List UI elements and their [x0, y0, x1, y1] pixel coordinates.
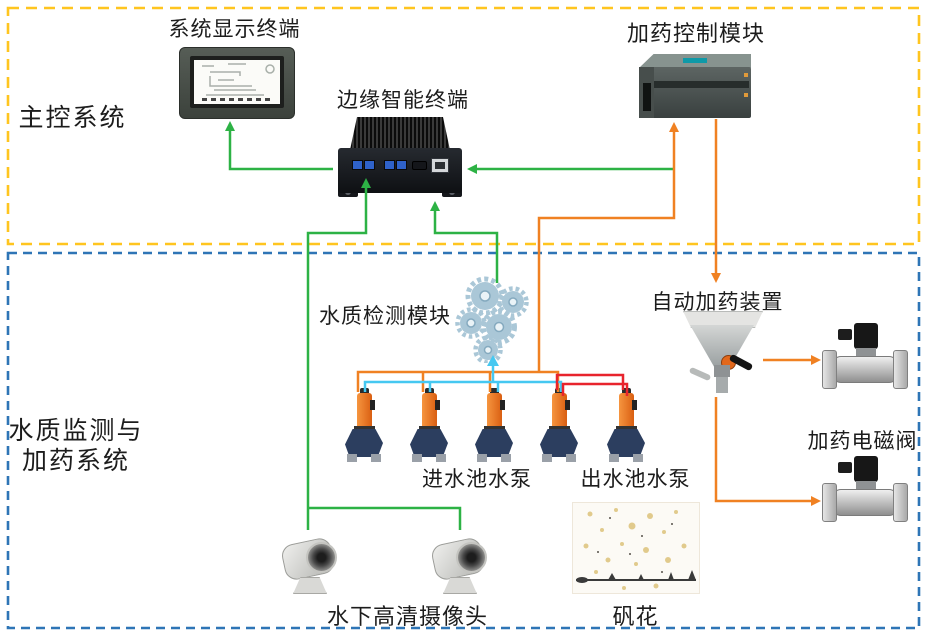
pump-device-2	[406, 388, 454, 464]
pump-device-5	[603, 388, 651, 464]
valve-coil	[854, 456, 878, 482]
valve-coil	[854, 323, 878, 349]
plc-indicator	[744, 93, 748, 97]
pump-device-1	[341, 388, 389, 464]
inlet-pumps-label: 进水池水泵	[422, 467, 532, 491]
display-screen	[190, 56, 284, 108]
valve-connector	[838, 462, 852, 473]
plc-front-face	[639, 67, 751, 118]
master-system-group-label: 主控系统	[18, 103, 127, 132]
outlet-pumps-label: 出水池水泵	[580, 467, 691, 491]
gears-icon	[455, 276, 529, 363]
hopper-side-pipe	[688, 366, 712, 382]
plc-terminal-band	[653, 81, 749, 88]
auto-dosing-device	[681, 311, 763, 397]
monitoring-system-group-label: 水质监测与 加药系统	[2, 416, 150, 476]
pump-device-4	[536, 388, 584, 464]
underwater-camera-device-1	[279, 533, 341, 597]
dosing-control-plc-device	[639, 54, 751, 118]
plc-card-slot	[643, 83, 651, 111]
ethernet-port	[431, 158, 449, 173]
dosing-control-label: 加药控制模块	[626, 22, 765, 47]
underwater-cameras-label: 水下高清摄像头	[326, 605, 488, 630]
valve-flange-left	[822, 350, 837, 389]
monitoring-group-label-line2: 加药系统	[21, 446, 130, 475]
dosing-valve-upper-device	[822, 323, 908, 395]
monitoring-group-label-line1: 水质监测与	[8, 416, 144, 445]
display-terminal-device	[179, 47, 295, 119]
valve-flange-left	[822, 483, 837, 522]
usb-port	[364, 160, 375, 170]
usb-port	[396, 160, 407, 170]
dosing-valve-lower-device	[822, 456, 908, 528]
floc-label: 矾花	[612, 605, 659, 630]
valve-body	[832, 356, 898, 383]
valve-flange-right	[893, 483, 908, 522]
display-terminal-label: 系统显示终端	[168, 17, 301, 41]
hdmi-port	[412, 161, 427, 170]
water-quality-module-device	[455, 271, 533, 363]
water-quality-module-label: 水质检测模块	[319, 304, 451, 328]
dosing-valve-label: 加药电磁阀	[807, 429, 918, 453]
plc-left-column	[639, 67, 654, 118]
edge-terminal-chassis	[338, 148, 462, 193]
valve-connector	[838, 329, 852, 340]
usb-port	[352, 160, 363, 170]
floc-specks	[576, 508, 696, 590]
camera-lens-icon	[456, 542, 487, 573]
valve-flange-right	[893, 350, 908, 389]
valve-body	[832, 489, 898, 516]
camera-lens-icon	[306, 542, 337, 573]
floc-image	[572, 502, 700, 594]
display-menu-dots	[202, 98, 272, 101]
underwater-camera-device-2	[429, 533, 491, 597]
usb-port	[384, 160, 395, 170]
display-bezel	[179, 47, 295, 119]
plc-indicator	[744, 73, 748, 77]
pump-device-3	[471, 388, 519, 464]
heatsink-fins	[350, 117, 450, 150]
display-screen-schematic	[202, 63, 275, 96]
hopper-outlet	[716, 375, 728, 393]
plc-brand-mark	[683, 58, 707, 63]
hopper-neck	[714, 365, 730, 377]
edge-terminal-label: 边缘智能终端	[337, 88, 469, 112]
edge-terminal-device	[336, 117, 464, 197]
